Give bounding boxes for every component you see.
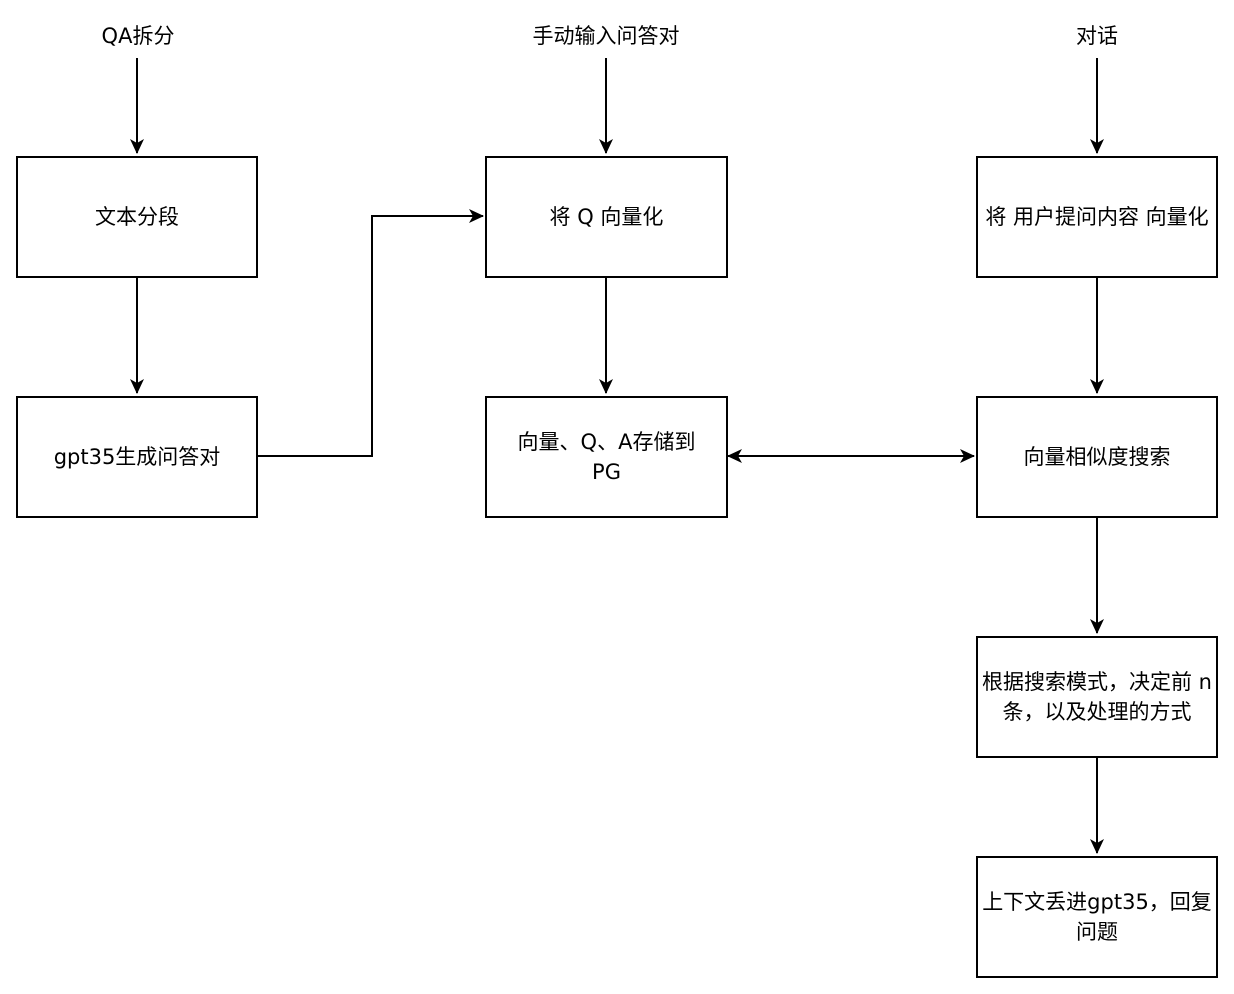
node-text-segment: 文本分段 bbox=[16, 156, 258, 278]
edge-gpt35-generate-to-vectorize-q bbox=[257, 209, 484, 457]
node-similarity-search: 向量相似度搜索 bbox=[976, 396, 1218, 518]
node-vectorize-q: 将 Q 向量化 bbox=[485, 156, 728, 278]
start-label-qa-split: QA拆分 bbox=[101, 24, 175, 48]
node-gpt35-generate: gpt35生成问答对 bbox=[16, 396, 258, 518]
node-decide-top-n: 根据搜索模式，决定前 n 条，以及处理的方式 bbox=[976, 636, 1218, 758]
start-label-conversation: 对话 bbox=[1076, 24, 1118, 48]
start-label-manual-input: 手动输入问答对 bbox=[532, 24, 680, 48]
node-vectorize-user: 将 用户提问内容 向量化 bbox=[976, 156, 1218, 278]
node-store-pg: 向量、Q、A存储到PG bbox=[485, 396, 728, 518]
node-context-gpt35: 上下文丢进gpt35，回复问题 bbox=[976, 856, 1218, 978]
